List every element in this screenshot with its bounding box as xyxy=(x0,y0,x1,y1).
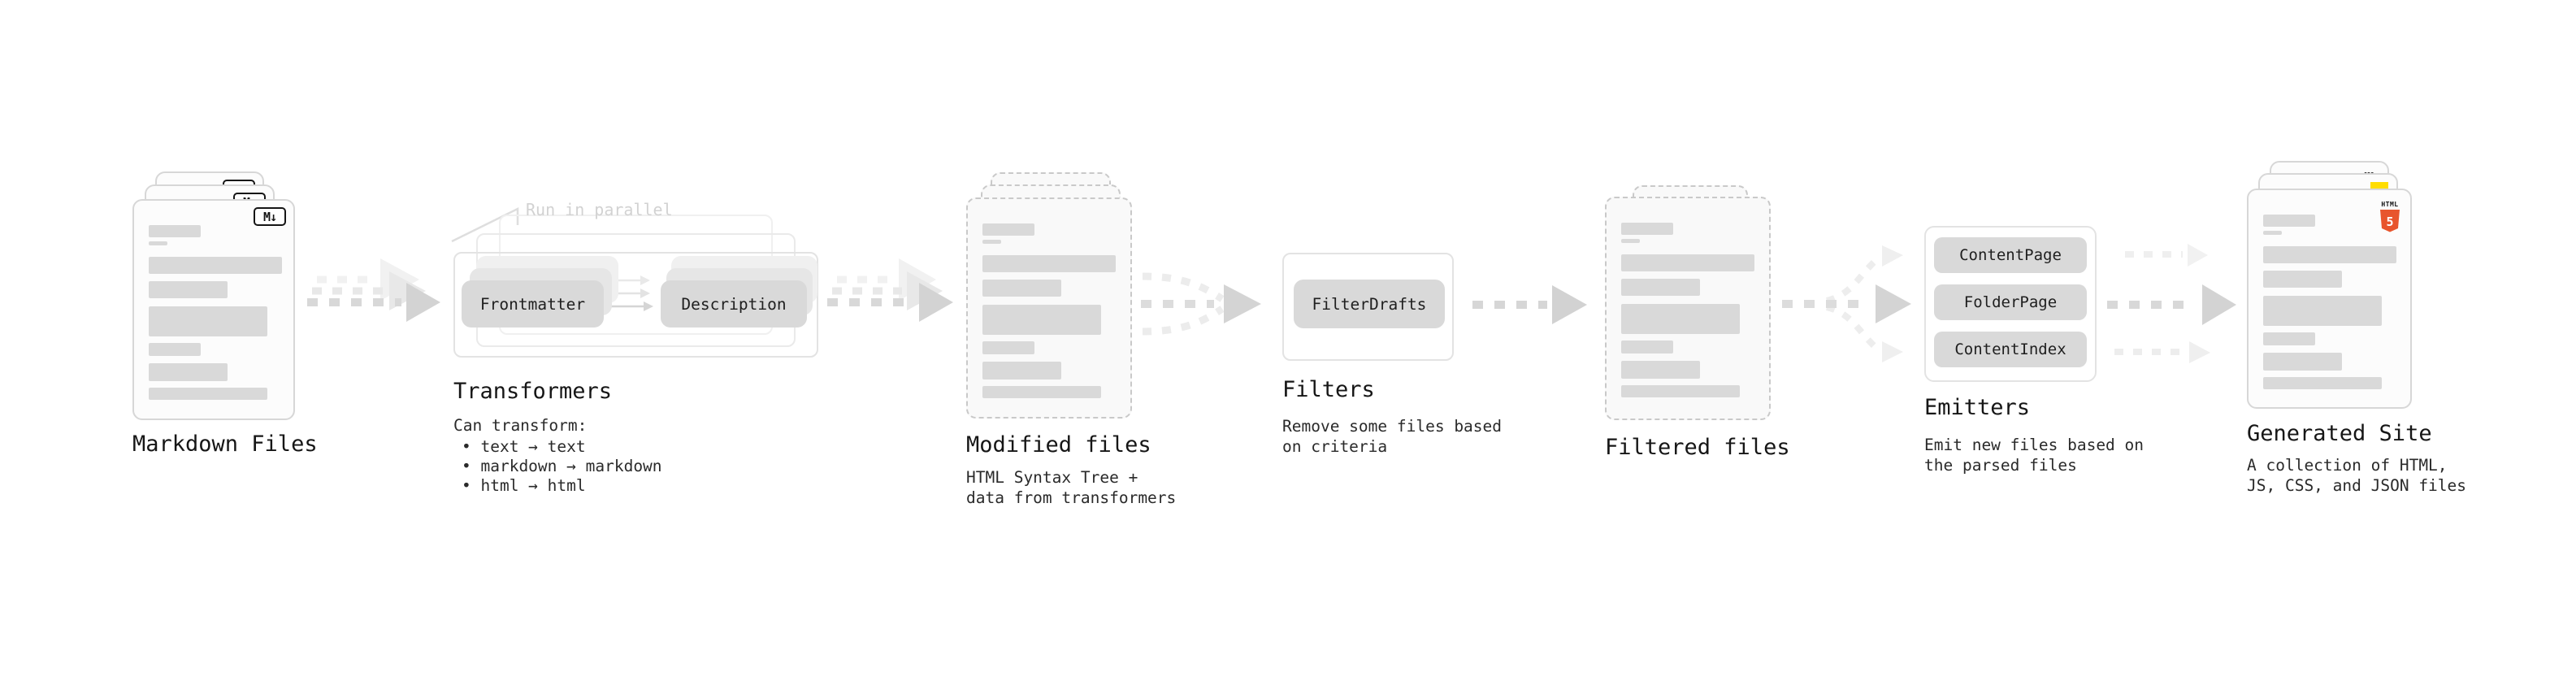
js-file-icon xyxy=(2370,182,2388,190)
text-line-bar xyxy=(149,225,201,237)
text-line-bar xyxy=(1621,254,1754,271)
filters-description-line: Remove some files based xyxy=(1282,417,1503,436)
emitters-description-line: the parsed files xyxy=(1924,456,2077,475)
text-line-bar xyxy=(2263,271,2342,288)
text-line-bar xyxy=(149,257,282,274)
transformers-heading: Can transform: xyxy=(453,416,588,435)
text-line-bar xyxy=(2263,215,2315,227)
transformers-bullet: • html → html xyxy=(462,476,586,495)
html5-icon-label: HTML xyxy=(2381,201,2399,208)
text-line-bar xyxy=(1621,239,1640,243)
doc-content-bars xyxy=(2249,190,2410,407)
svg-text:5: 5 xyxy=(2386,215,2393,229)
text-line-bar xyxy=(1621,279,1700,296)
text-line-bar xyxy=(1621,304,1740,334)
text-line-bar xyxy=(2263,332,2315,345)
emitter-pill-contentpage: ContentPage xyxy=(1934,237,2087,273)
text-line-bar xyxy=(1621,361,1700,379)
run-in-parallel-callout-line xyxy=(451,206,519,243)
text-line-bar xyxy=(149,343,201,356)
doc-content-bars xyxy=(968,199,1130,417)
transformers-title: Transformers xyxy=(453,379,613,404)
emitter-pill-contentindex: ContentIndex xyxy=(1934,332,2087,367)
markdown-files-title: Markdown Files xyxy=(132,432,318,457)
description-pill: Description xyxy=(661,280,807,327)
filters-title: Filters xyxy=(1282,377,1375,402)
emitter-pill-folderpage: FolderPage xyxy=(1934,284,2087,320)
text-line-bar xyxy=(982,362,1061,380)
text-line-bar xyxy=(149,241,167,245)
generated-file-card-front: HTML 5 xyxy=(2247,189,2412,409)
html5-shield: 5 xyxy=(2380,210,2400,232)
modified-file-card-front xyxy=(966,197,1132,419)
text-line-bar xyxy=(982,305,1101,335)
transformer-box-front xyxy=(453,252,818,358)
text-line-bar xyxy=(149,306,267,336)
text-line-bar xyxy=(149,363,228,381)
text-line-bar xyxy=(149,281,228,298)
transformers-bullet: • text → text xyxy=(462,437,586,456)
text-line-bar xyxy=(982,255,1116,272)
text-line-bar xyxy=(982,240,1001,244)
filters-description-line: on criteria xyxy=(1282,437,1388,456)
text-line-bar xyxy=(1621,223,1673,235)
text-line-bar xyxy=(982,386,1101,398)
text-line-bar xyxy=(2263,296,2382,326)
text-line-bar xyxy=(1621,340,1673,354)
text-line-bar xyxy=(2263,353,2342,371)
filtered-files-title: Filtered files xyxy=(1605,435,1790,460)
text-line-bar xyxy=(982,341,1034,354)
run-in-parallel-note: Run in parallel xyxy=(526,200,673,219)
modified-files-description-line: data from transformers xyxy=(966,488,1177,507)
doc-content-bars xyxy=(1607,198,1769,419)
text-line-bar xyxy=(2263,231,2282,235)
text-line-bar xyxy=(982,223,1034,236)
generated-site-description-line: A collection of HTML, xyxy=(2247,456,2448,475)
arrow-transformers-to-modified xyxy=(827,258,953,322)
filtered-file-card-front xyxy=(1605,197,1771,420)
generated-site-title: Generated Site xyxy=(2247,421,2432,446)
markdown-icon: M↓ xyxy=(254,207,286,226)
text-line-bar xyxy=(2263,246,2396,263)
modified-files-title: Modified files xyxy=(966,432,1151,458)
arrow-emitters-to-generated xyxy=(2107,244,2236,363)
transformers-bullet: • markdown → markdown xyxy=(462,457,662,475)
text-line-bar xyxy=(2263,377,2382,389)
markdown-file-card-front: M↓ xyxy=(132,199,295,420)
arrow-modified-to-filters-merge xyxy=(1141,272,1261,336)
emitters-title: Emitters xyxy=(1924,395,2031,420)
html5-icon: HTML 5 xyxy=(2379,194,2401,236)
doc-content-bars xyxy=(134,201,293,419)
arrow-filtered-to-emitters-split xyxy=(1782,245,1911,362)
arrow-filters-to-filtered xyxy=(1472,285,1587,324)
text-line-bar xyxy=(1621,385,1740,397)
frontmatter-pill: Frontmatter xyxy=(462,280,604,327)
emitters-description-line: Emit new files based on xyxy=(1924,436,2144,454)
arrow-markdown-to-transformers xyxy=(307,258,440,322)
text-line-bar xyxy=(149,388,267,400)
modified-files-description-line: HTML Syntax Tree + xyxy=(966,468,1138,487)
text-line-bar xyxy=(982,280,1061,297)
generated-site-description-line: JS, CSS, and JSON files xyxy=(2247,476,2467,495)
filterdrafts-pill: FilterDrafts xyxy=(1294,280,1445,328)
